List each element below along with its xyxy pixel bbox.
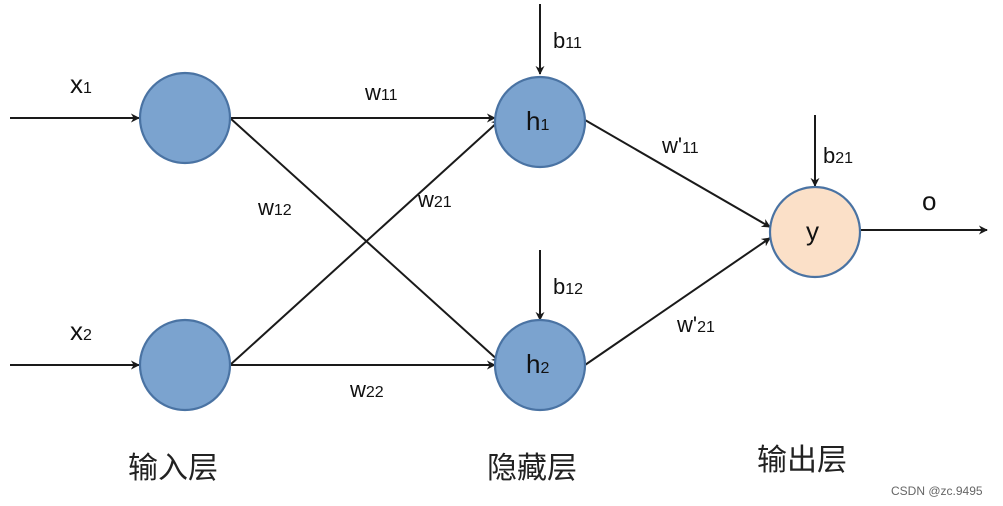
output-label-o: o xyxy=(922,186,936,216)
edge-x1-h2 xyxy=(229,117,501,363)
weight-label-w11: w11 xyxy=(364,80,398,105)
layer-label-output: 输出层 xyxy=(757,443,847,478)
bias-label-b12: b12 xyxy=(553,274,583,299)
weight-label-w22: w22 xyxy=(349,377,384,402)
input-node-1 xyxy=(138,71,232,165)
input-label-x2: x2 xyxy=(70,316,92,346)
hidden-node-1 xyxy=(493,75,587,169)
watermark-text: CSDN @zc.9495 xyxy=(891,484,983,498)
input-node-2 xyxy=(138,318,232,412)
layer-label-input: 输入层 xyxy=(128,451,218,486)
bias-label-b11: b11 xyxy=(553,28,582,53)
weight-label-w21: w21 xyxy=(417,187,452,212)
edge-h2-y xyxy=(584,237,771,366)
edge-x2-h1 xyxy=(229,119,501,366)
output-node-label: y xyxy=(806,216,819,246)
layer-label-hidden: 隐藏层 xyxy=(487,451,577,486)
weight-label-w12: w12 xyxy=(257,195,292,220)
input-label-x1: x1 xyxy=(70,69,92,99)
hidden-node-2-label: h2 xyxy=(526,349,549,379)
bias-label-b21: b21 xyxy=(823,143,853,168)
hidden-node-2 xyxy=(493,318,587,412)
weight-label-wp21: w'21 xyxy=(676,312,715,337)
weight-label-wp11: w'11 xyxy=(661,133,699,158)
output-node xyxy=(768,185,862,279)
hidden-node-1-label: h1 xyxy=(526,106,549,136)
edge-h1-y xyxy=(584,119,771,228)
